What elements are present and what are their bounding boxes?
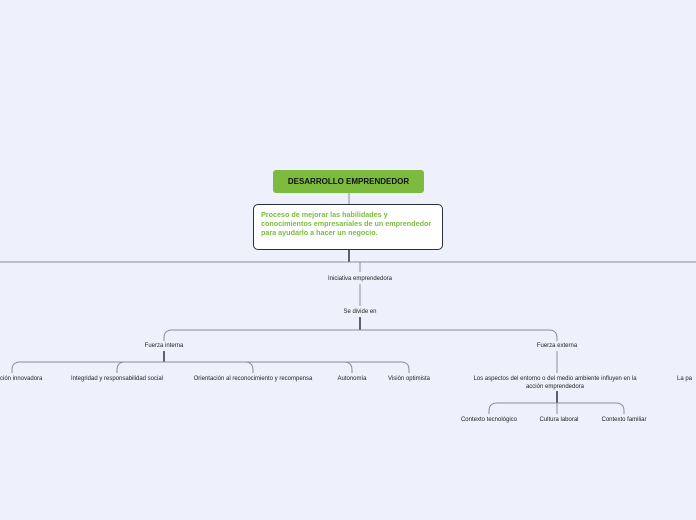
- node-interna-item[interactable]: Integridad y responsabilidad social: [70, 376, 164, 382]
- node-se-divide-en[interactable]: Se divide en: [343, 309, 377, 315]
- link-fi-child-1: [116, 361, 164, 373]
- root-node[interactable]: DESARROLLO EMPRENDEDOR: [273, 170, 424, 193]
- description-node[interactable]: Proceso de mejorar las habilidades y con…: [253, 204, 443, 250]
- node-interna-item[interactable]: ción innovadora: [0, 376, 43, 382]
- link-fe-child-0: [488, 402, 557, 414]
- node-externa-item[interactable]: Cultura laboral: [539, 417, 579, 423]
- node-interna-item[interactable]: Visión optimista: [388, 376, 430, 382]
- link-fi-child-2: [164, 361, 254, 373]
- node-right-partial[interactable]: La pa: [677, 376, 693, 382]
- node-externa-item[interactable]: Contexto tecnológico: [460, 417, 518, 423]
- link-fe-child-2: [557, 402, 625, 414]
- link-fi-child-3: [164, 361, 353, 373]
- node-fuerza-interna[interactable]: Fuerza interna: [144, 343, 184, 349]
- link-fi-child-0: [11, 361, 164, 373]
- node-interna-item[interactable]: Orientación al reconocimiento y recompen…: [193, 376, 313, 382]
- root-title: DESARROLLO EMPRENDEDOR: [287, 177, 410, 186]
- node-fuerza-externa[interactable]: Fuerza externa: [536, 343, 578, 349]
- link-fi-child-4: [164, 361, 410, 373]
- node-interna-item[interactable]: Autonomía: [337, 376, 367, 382]
- node-externa-item[interactable]: Contexto familiar: [601, 417, 647, 423]
- link-to-fuerza-interna: [163, 329, 360, 341]
- node-iniciativa-emprendedora[interactable]: Iniciativa emprendedora: [327, 276, 393, 282]
- node-externa-description[interactable]: Los aspectos del entorno o del medio amb…: [473, 376, 637, 390]
- link-to-fuerza-externa: [360, 329, 558, 341]
